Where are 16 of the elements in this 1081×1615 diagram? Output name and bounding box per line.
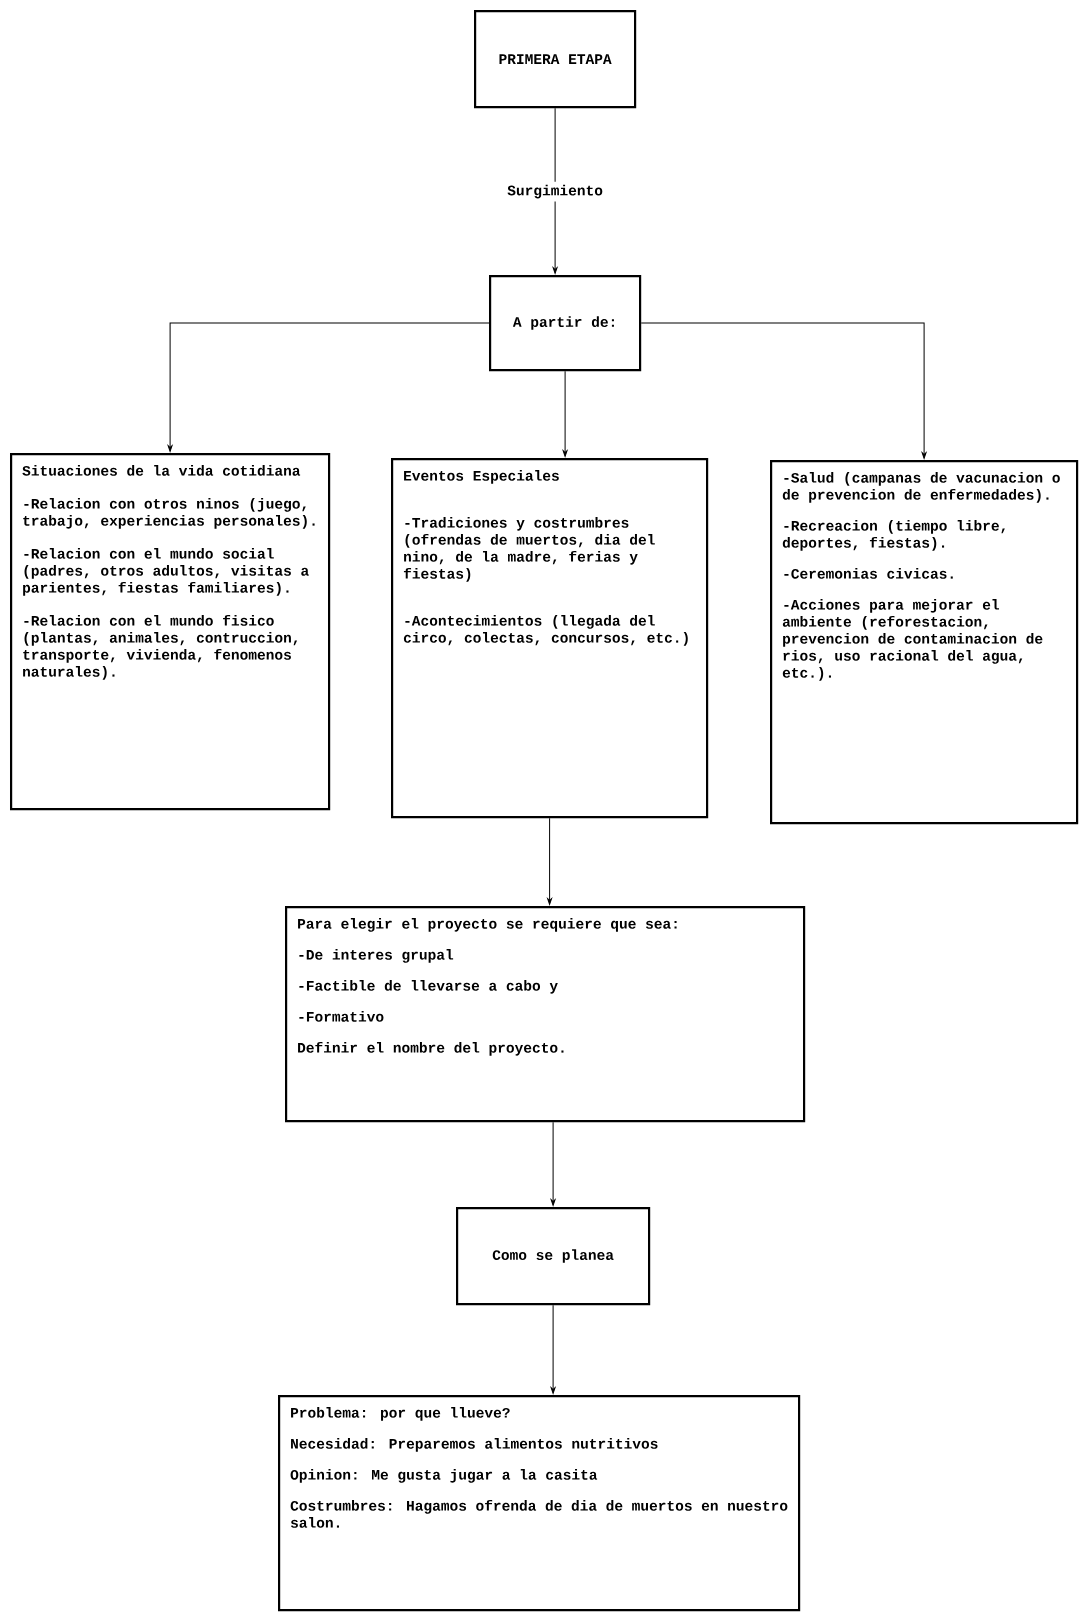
process-box: Situaciones de la vida cotidiana -Relacion con otros ninos (juego, trabajo, experiencias personales). -Relacion con el mundo social (padres, otros adultos, visitas a parientes, fiestas familiares). -Relacion con el mundo fisico (plantas, animales, contruccion, transporte, vivienda, fenomenos naturales). [10,453,331,811]
arrow [550,1121,556,1206]
arrow [550,1304,556,1394]
arrow [547,817,552,905]
arrow [167,322,490,452]
process-box: Problema: por que llueve? Necesidad: Preparemos alimentos nutritivos Opinion: Me gusta jugar a la casita Costrumbres: Hagamos ofrenda de dia de muertos en nuestro salon. [278,1395,801,1612]
process-box: Para elegir el proyecto se requiere que sea: -De interes grupal -Factible de llevarse a cabo y -Formativo Definir el nombre del proyecto. [285,906,806,1123]
process-box: A partir de: [489,275,642,372]
arrow [552,107,558,274]
process-box: Como se planea [456,1207,651,1306]
process-box: PRIMERA ETAPA [474,10,637,109]
arrow [640,322,927,459]
process-box: Eventos Especiales -Tradiciones y costrumbres (ofrendas de muertos, dia del nino, de la madre, ferias y fiestas) -Acontecimientos (llegada del circo, colectas, concursos, etc.) [391,458,709,819]
edge-label: Surgimiento [504,181,606,202]
process-box: -Salud (campanas de vacunacion o de prevencion de enfermedades). -Recreacion (tiempo libre, deportes, fiestas). -Ceremonias civicas. -Acciones para mejorar el ambiente (reforestacion, prevencion de contaminacion de rios, uso racional del agua, etc.). [770,460,1079,825]
arrow [562,370,568,457]
